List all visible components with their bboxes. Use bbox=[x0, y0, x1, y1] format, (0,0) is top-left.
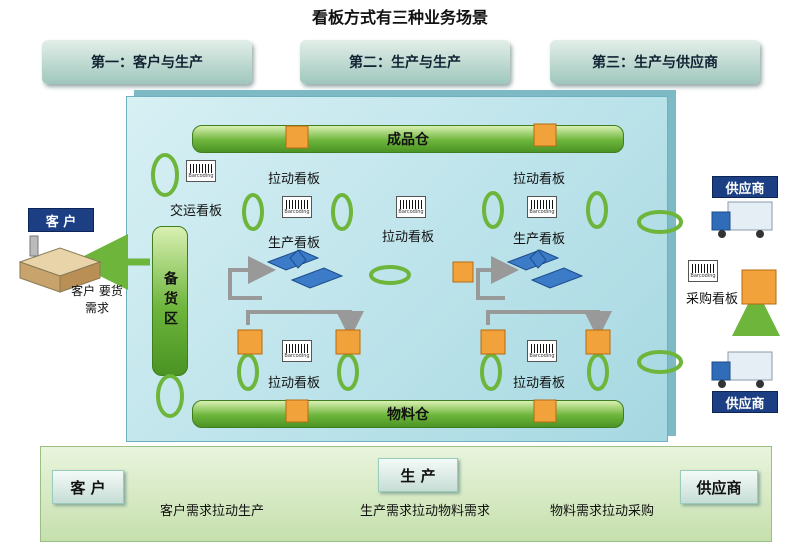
barcode-icon: Barcoding bbox=[396, 196, 426, 218]
barcode-icon: Barcoding bbox=[688, 260, 718, 282]
loop-supplier-bottom bbox=[637, 350, 683, 374]
loop-left-d bbox=[337, 353, 359, 391]
transport-kanban-label: 交运看板 bbox=[170, 204, 223, 219]
scenario-1: 第一：客户与生产 bbox=[42, 40, 252, 84]
barcode-icon: Barcoding bbox=[186, 160, 216, 182]
pull-kanban-label: 拉动看板 bbox=[513, 172, 566, 187]
loop-left-b bbox=[331, 193, 353, 231]
customer-factory bbox=[18, 235, 102, 293]
loop-center bbox=[369, 265, 411, 285]
pull-kanban-label: 拉动看板 bbox=[513, 376, 566, 391]
left-process-flow bbox=[228, 256, 364, 339]
scenario-3: 第三：生产与供应商 bbox=[550, 40, 760, 84]
customer-pull-label: 客户需求拉动生产 bbox=[160, 504, 265, 519]
staging-area-label: 备货区 bbox=[162, 271, 178, 331]
loop-right-c bbox=[480, 353, 502, 391]
loop-right-d bbox=[587, 353, 609, 391]
supplier-truck-bottom bbox=[711, 351, 773, 388]
loop-left-c bbox=[237, 353, 259, 391]
finished-goods-label: 成品仓 bbox=[387, 132, 429, 148]
supplier-truck-top bbox=[711, 201, 773, 238]
production-pull-label: 生产需求拉动物料需求 bbox=[360, 504, 491, 519]
barcode-icon: Barcoding bbox=[527, 196, 557, 218]
cycle-loops bbox=[151, 153, 683, 418]
production-kanban-label: 生产看板 bbox=[513, 232, 566, 247]
staging-area-bar: 备货区 bbox=[152, 226, 188, 376]
scenario-2: 第二：生产与生产 bbox=[300, 40, 510, 84]
flow-customer-box: 客 户 bbox=[52, 470, 124, 504]
left-machine bbox=[266, 249, 344, 289]
loop-right-a bbox=[482, 191, 504, 229]
material-pull-label: 物料需求拉动采购 bbox=[550, 504, 655, 519]
loop-transport bbox=[151, 153, 179, 197]
loop-supplier-top bbox=[637, 210, 683, 234]
pull-kanban-label: 拉动看板 bbox=[382, 230, 435, 245]
supplier-tag-bottom: 供应商 bbox=[712, 391, 778, 413]
flow-supplier-box: 供应商 bbox=[680, 470, 758, 504]
loop-left-a bbox=[242, 193, 264, 231]
loop-right-b bbox=[586, 191, 608, 229]
barcode-icon: Barcoding bbox=[282, 196, 312, 218]
page-title: 看板方式有三种业务场景 bbox=[311, 8, 488, 27]
barcode-icon: Barcoding bbox=[282, 340, 312, 362]
customer-demand-label: 客户 要货需求 bbox=[71, 284, 123, 315]
pull-kanban-label: 拉动看板 bbox=[268, 172, 321, 187]
production-kanban-label: 生产看板 bbox=[268, 236, 321, 251]
finished-goods-bar: 成品仓 bbox=[192, 125, 624, 153]
cubes bbox=[237, 123, 777, 423]
flow-production-box: 生 产 bbox=[378, 458, 458, 492]
right-process-flow bbox=[476, 256, 612, 339]
purchase-kanban-label: 采购看板 bbox=[686, 292, 739, 307]
pull-kanban-label: 拉动看板 bbox=[268, 376, 321, 391]
right-machine bbox=[506, 249, 584, 289]
loop-bottom-left bbox=[156, 374, 184, 418]
supplier-tag-top: 供应商 bbox=[712, 176, 778, 198]
customer-tag: 客 户 bbox=[28, 208, 94, 232]
barcode-icon: Barcoding bbox=[527, 340, 557, 362]
material-label: 物料仓 bbox=[387, 407, 429, 423]
